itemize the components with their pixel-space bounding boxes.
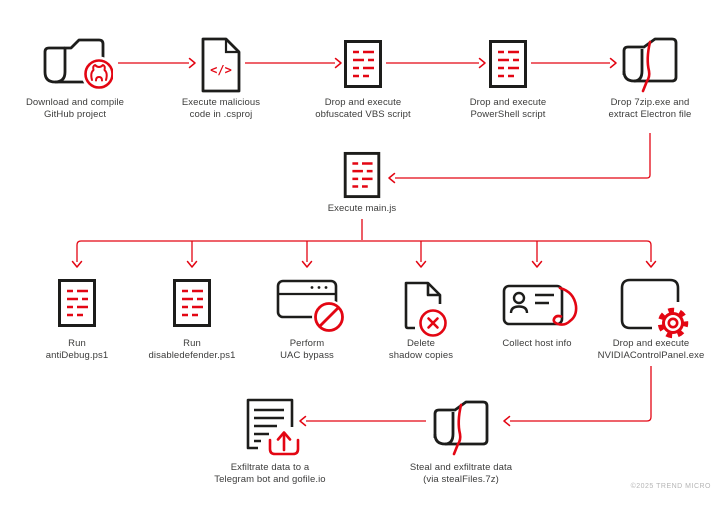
node-label: Steal and exfiltrate data (via stealFile…: [409, 462, 513, 485]
archive-extract-icon: [622, 37, 678, 93]
script-file-icon: [58, 279, 96, 327]
node-label: Drop and execute PowerShell script: [469, 97, 547, 120]
node-label: Drop and execute NVIDIAControlPanel.exe: [597, 338, 705, 361]
uac-block-icon: [276, 279, 346, 334]
node-label: Delete shadow copies: [388, 338, 454, 361]
node-label: Drop and execute obfuscated VBS script: [315, 97, 411, 120]
node-drop-nvidiacontrolpanel: Drop and execute NVIDIAControlPanel.exe: [581, 277, 721, 367]
node-run-disabledefender: Run disabledefender.ps1: [122, 277, 262, 367]
delete-file-icon: [404, 281, 449, 339]
node-label: Run disabledefender.ps1: [148, 338, 236, 361]
script-file-icon: [343, 151, 381, 199]
node-exfiltrate-telegram-gofile: Exfiltrate data to a Telegram bot and go…: [200, 396, 340, 491]
app-gear-icon: [620, 278, 692, 342]
node-label: Perform UAC bypass: [280, 338, 334, 361]
node-drop-vbs-script: Drop and execute obfuscated VBS script: [293, 33, 433, 123]
upload-document-icon: [246, 398, 300, 456]
node-uac-bypass: Perform UAC bypass: [237, 277, 377, 367]
script-file-icon: [489, 40, 527, 88]
code-file-icon: </>: [201, 37, 241, 93]
script-file-icon: [344, 40, 382, 88]
svg-text:</>: </>: [210, 63, 232, 77]
node-delete-shadow-copies: Delete shadow copies: [351, 277, 491, 367]
node-drop-7zip: Drop 7zip.exe and extract Electron file: [580, 33, 720, 123]
node-execute-mainjs: Execute main.js: [292, 151, 432, 221]
id-card-icon: [502, 284, 578, 326]
node-download-github: Download and compile GitHub project: [5, 33, 145, 123]
node-drop-powershell-script: Drop and execute PowerShell script: [438, 33, 578, 123]
node-steal-exfiltrate-data: Steal and exfiltrate data (via stealFile…: [391, 396, 531, 491]
node-label: Run antiDebug.ps1: [45, 338, 109, 361]
node-collect-host-info: Collect host info: [467, 277, 607, 367]
github-octocat-icon: [43, 38, 113, 92]
node-label: Download and compile GitHub project: [25, 97, 125, 120]
node-label: Exfiltrate data to a Telegram bot and go…: [214, 462, 326, 485]
script-file-icon: [173, 279, 211, 327]
node-label: Execute malicious code in .csproj: [181, 97, 261, 120]
node-label: Execute main.js: [327, 203, 397, 214]
copyright-text: ©2025 TREND MICRO: [630, 483, 711, 490]
node-label: Collect host info: [502, 338, 572, 349]
node-run-antidebug: Run antiDebug.ps1: [7, 277, 147, 367]
archive-extract-icon: [433, 400, 489, 456]
node-label: Drop 7zip.exe and extract Electron file: [608, 97, 692, 120]
node-execute-csproj: </> Execute malicious code in .csproj: [151, 33, 291, 123]
